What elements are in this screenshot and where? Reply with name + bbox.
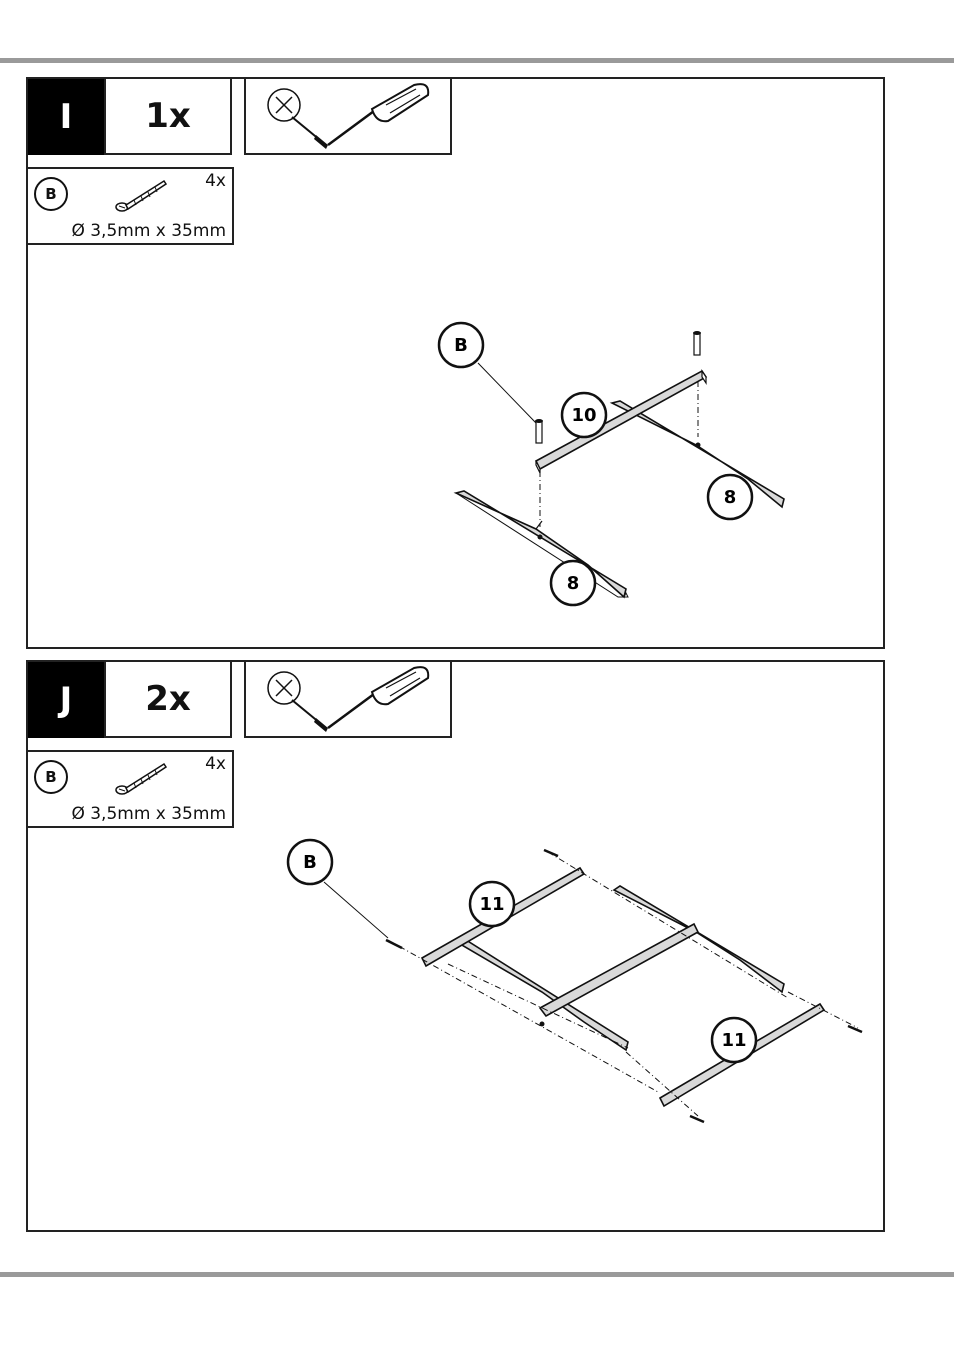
step-quantity: 1x (104, 79, 232, 155)
callout-rail-right: 11 (710, 1016, 758, 1064)
step-letter: I (28, 79, 104, 155)
screw-left (535, 419, 543, 444)
screw-left (385, 938, 403, 950)
screw-right (693, 331, 701, 356)
part-size: Ø 3,5mm x 35mm (71, 804, 226, 824)
callout-rail-left: 11 (468, 880, 516, 928)
bottom-rule (0, 1272, 954, 1277)
callout-screw: B (286, 838, 334, 886)
screw-right (847, 1024, 863, 1034)
screw-top (543, 848, 559, 858)
part-label-circle: B (34, 177, 68, 211)
svg-text:10: 10 (571, 405, 596, 426)
callout-leg-left: 8 (549, 559, 597, 607)
callout-crossbar: 10 (560, 391, 608, 439)
part-label-circle: B (34, 760, 68, 794)
screwdriver-icon (267, 83, 430, 149)
step-panel-i: I 1x B 4x Ø 3,5mm x 35mm (26, 77, 885, 649)
svg-text:11: 11 (721, 1030, 746, 1051)
tool-box (244, 662, 452, 738)
svg-text:8: 8 (724, 487, 737, 508)
tool-box (244, 79, 452, 155)
assembly-diagram-i: B 10 8 8 (437, 321, 785, 607)
screwdriver-icon (267, 666, 430, 732)
screw-icon (115, 179, 168, 212)
assembly-diagram-j: B 11 11 (286, 838, 863, 1124)
screw-icon (115, 762, 168, 795)
screw-bottom (689, 1114, 705, 1124)
step-panel-j: J 2x B 4x Ø 3,5mm x 35mm (26, 660, 885, 1232)
callout-leg-right: 8 (706, 473, 754, 521)
svg-text:B: B (303, 852, 317, 873)
part-size: Ø 3,5mm x 35mm (71, 221, 226, 241)
callout-screw: B (437, 321, 485, 369)
top-rule (0, 58, 954, 63)
parts-box: B 4x Ø 3,5mm x 35mm (28, 167, 234, 245)
svg-text:B: B (454, 335, 468, 356)
step-quantity: 2x (104, 662, 232, 738)
part-count: 4x (205, 171, 226, 191)
parts-box: B 4x Ø 3,5mm x 35mm (28, 750, 234, 828)
part-count: 4x (205, 754, 226, 774)
svg-text:11: 11 (479, 894, 504, 915)
svg-text:8: 8 (567, 573, 580, 594)
step-letter: J (28, 662, 104, 738)
